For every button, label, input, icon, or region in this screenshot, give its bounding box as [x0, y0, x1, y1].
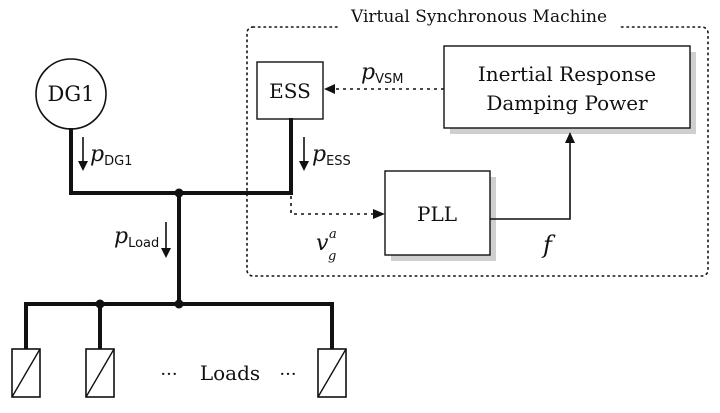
- pvsm-signal-arrowhead: [324, 84, 335, 94]
- ess-label: ESS: [269, 79, 311, 103]
- vga-signal-arrowhead: [373, 209, 385, 219]
- pll-label: PLL: [417, 202, 457, 226]
- p-vsm-base: p: [361, 60, 375, 85]
- f-label: f: [541, 231, 556, 259]
- loads-dots-left: ···: [160, 364, 177, 385]
- vga-signal-line: [290, 196, 373, 215]
- p-vsm-sub: VSM: [375, 72, 403, 87]
- pll-box: [384, 170, 491, 256]
- dg1-label: DG1: [48, 82, 95, 106]
- load-2: [85, 348, 115, 398]
- p-load-sub: Load: [128, 236, 159, 251]
- p-load-label: pLoad: [114, 224, 159, 251]
- p-ess-sub: ESS: [326, 154, 351, 169]
- vsm-title: Virtual Synchronous Machine: [350, 7, 607, 27]
- junction-load-2: [95, 299, 105, 309]
- inertial-line1: Inertial Response: [478, 62, 656, 86]
- vsm-region: [246, 26, 709, 277]
- p-ess-base: p: [312, 142, 326, 167]
- f-signal-arrowhead: [565, 132, 575, 143]
- v-ga-sup: a: [329, 227, 337, 242]
- junction-main: [174, 188, 184, 198]
- f-signal-line: [490, 142, 571, 220]
- v-ga-sub: g: [328, 249, 336, 264]
- p-vsm-label: pVSM: [361, 60, 403, 87]
- junction-load-feeder: [174, 299, 184, 309]
- inertial-box: [443, 45, 691, 129]
- loads-dots-right: ···: [279, 364, 296, 385]
- p-dg1-label: pDG1: [90, 142, 132, 169]
- loads-label: Loads: [200, 361, 260, 385]
- v-ga-base: v: [316, 231, 329, 256]
- p-dg1-base: p: [90, 142, 104, 167]
- load-1: [11, 348, 41, 398]
- p-ess-label: pESS: [312, 142, 351, 169]
- vsm-title-backdrop: [338, 4, 620, 30]
- load-3: [317, 348, 347, 398]
- v-ga-label: v: [316, 231, 329, 256]
- ess-box: [256, 61, 324, 120]
- inertial-line2: Damping Power: [486, 91, 648, 115]
- p-load-base: p: [114, 224, 128, 249]
- p-dg1-sub: DG1: [104, 154, 132, 169]
